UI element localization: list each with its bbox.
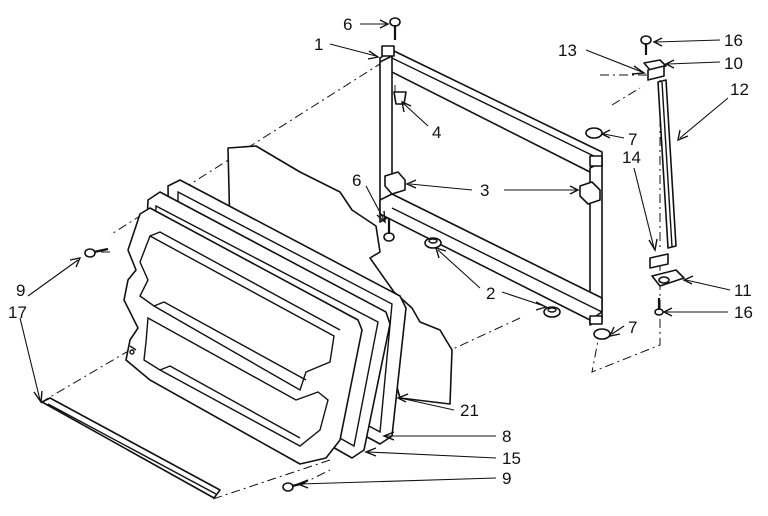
callout-7-top: 7 (628, 130, 637, 149)
callout-1: 1 (314, 35, 323, 54)
door-liner-part (123, 207, 363, 465)
screw-icon (383, 218, 395, 242)
callout-13: 13 (558, 41, 577, 60)
callout-17: 17 (8, 303, 27, 322)
callout-9-left: 9 (16, 281, 25, 300)
kick-plate-part (41, 397, 221, 499)
screw-icon (84, 247, 109, 258)
callout-14: 14 (622, 148, 641, 167)
hinge-icon (649, 253, 685, 287)
callout-3: 3 (480, 181, 489, 200)
callout-4: 4 (432, 123, 441, 142)
callout-6: 6 (343, 15, 352, 34)
callout-10: 10 (724, 54, 743, 73)
callout-8: 8 (502, 427, 511, 446)
callout-2: 2 (486, 284, 495, 303)
callout-6-lower: 6 (352, 171, 361, 190)
cap-icon (585, 127, 611, 340)
callout-11: 11 (734, 281, 752, 300)
callout-16-top: 16 (724, 31, 743, 50)
callout-9-bottom: 9 (502, 469, 511, 488)
callout-21: 21 (460, 401, 479, 420)
leader-lines (19, 19, 731, 489)
hinge-icon (643, 59, 667, 81)
fasteners (84, 17, 685, 492)
bracket-parts (384, 171, 601, 205)
plug-icon (393, 91, 407, 105)
callout-16-bottom: 16 (734, 303, 753, 322)
foot-icon (424, 237, 561, 318)
callout-7-bottom: 7 (628, 318, 637, 337)
rod-part (657, 79, 677, 249)
callout-12: 12 (730, 80, 749, 99)
screw-icon (389, 17, 401, 40)
screw-icon (654, 298, 664, 316)
callout-labels: 6 1 4 3 6 2 7 7 13 16 10 12 14 11 16 9 1… (8, 15, 753, 488)
callout-15: 15 (502, 449, 521, 468)
screw-icon (640, 35, 652, 55)
